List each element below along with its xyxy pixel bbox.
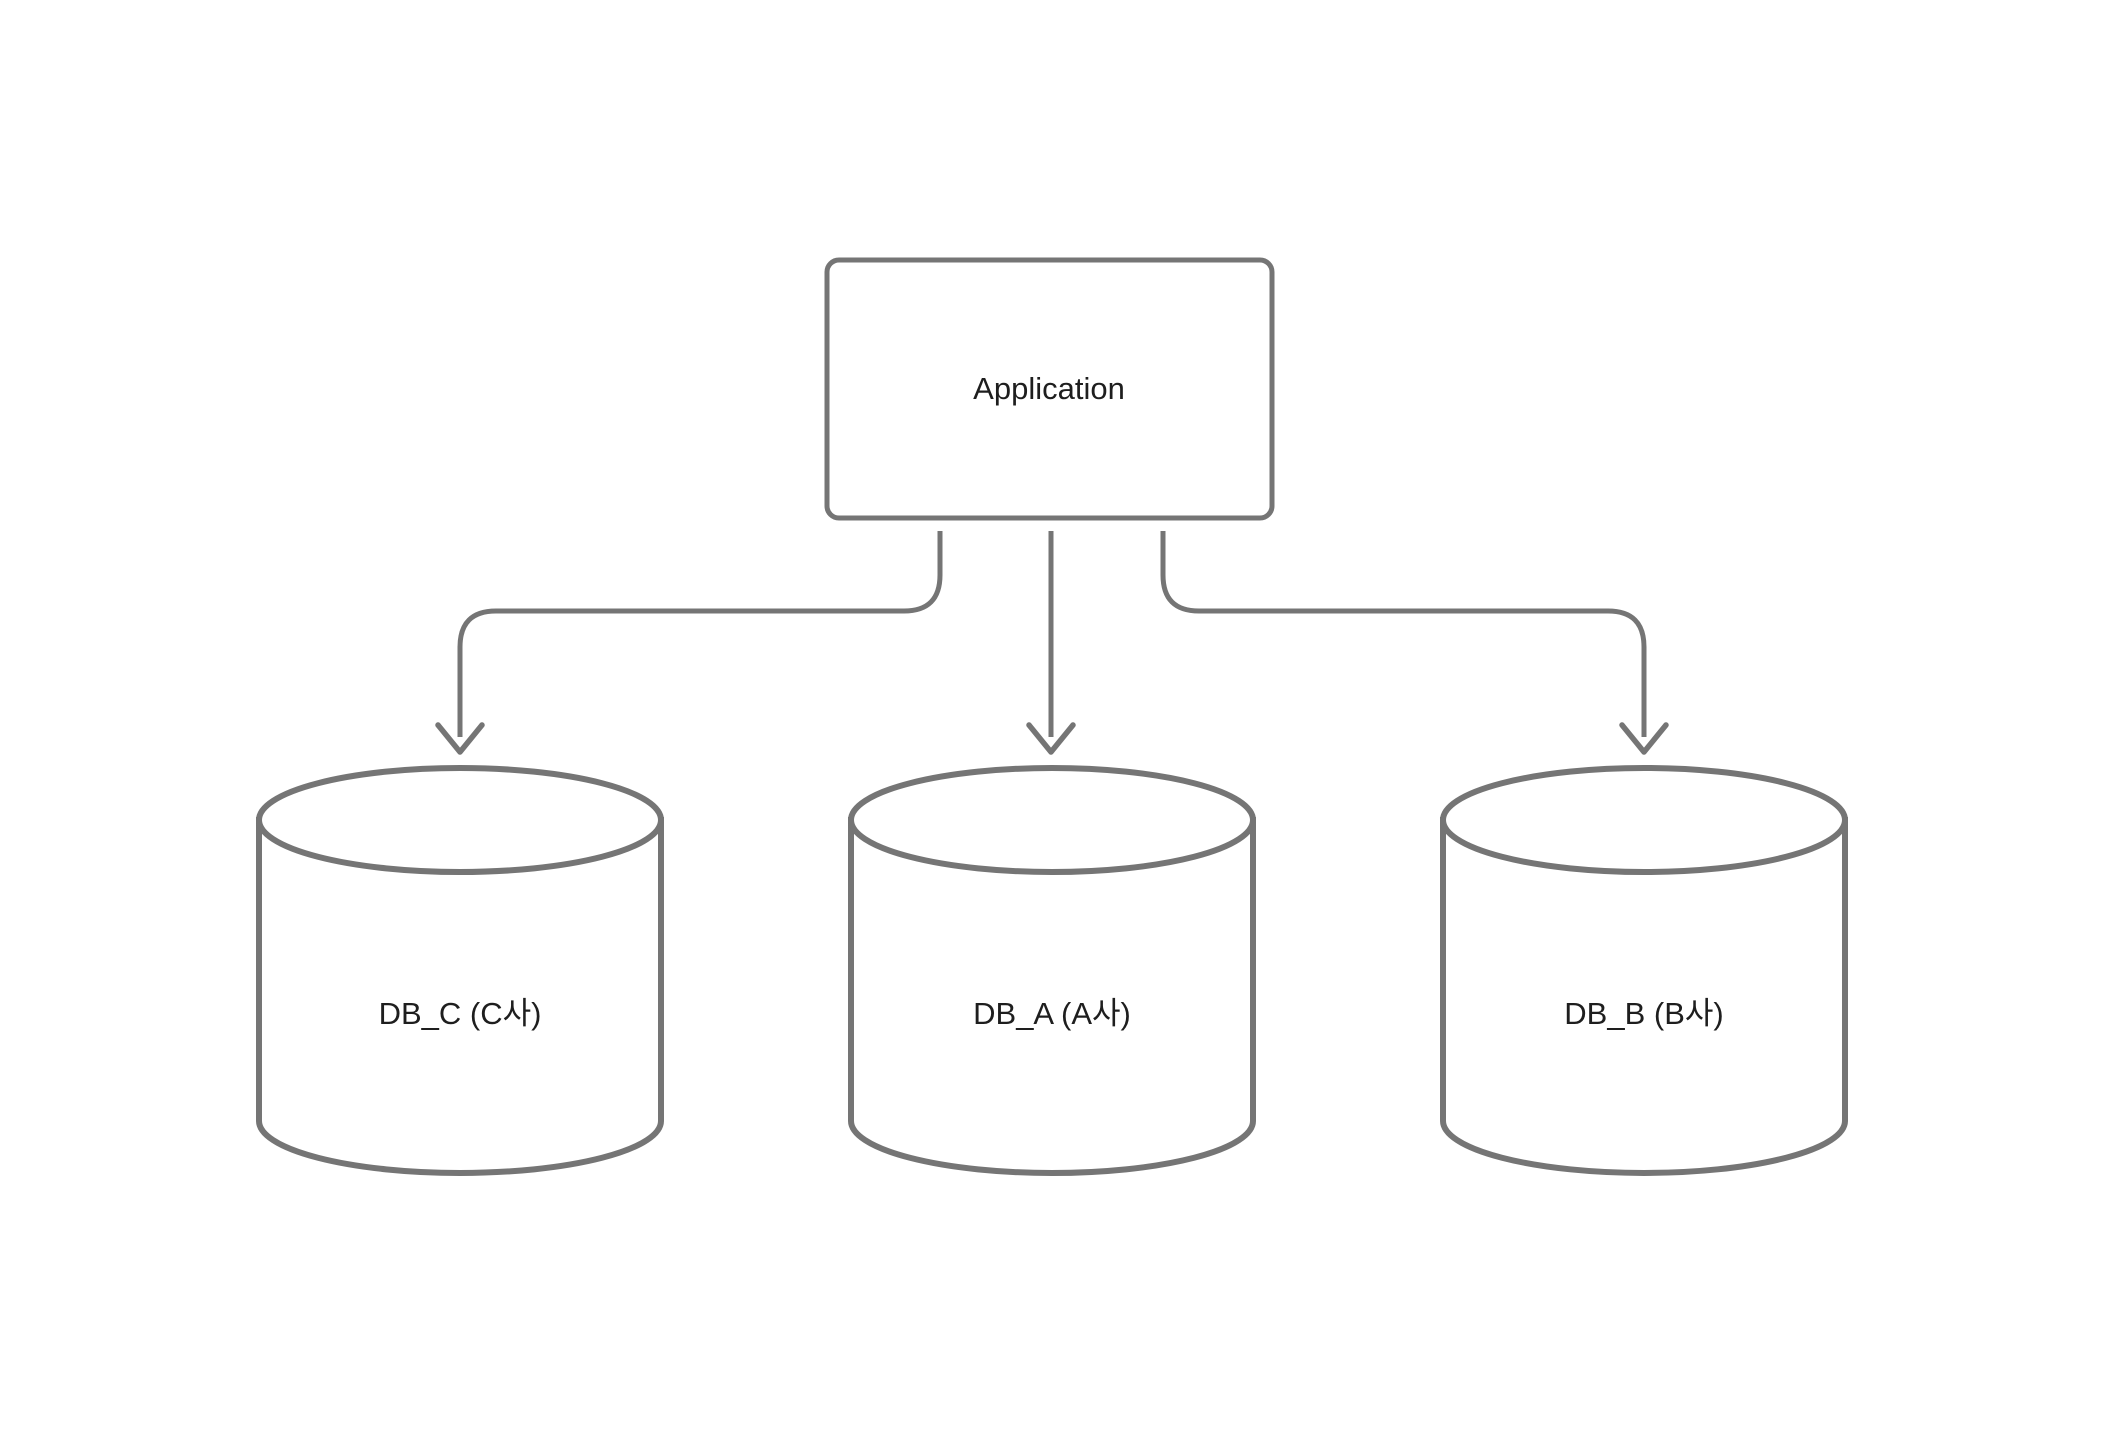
connector-app-to-db-c-line — [457, 531, 943, 737]
connector-app-to-db-a — [1026, 531, 1076, 755]
application-node: Application — [824, 257, 1275, 521]
db-b-node: DB_B (B사) — [1440, 765, 1848, 1176]
arrow-down-icon — [1619, 722, 1669, 755]
db-c-label: DB_C (C사) — [379, 996, 542, 1031]
connector-app-to-db-b — [1160, 531, 1669, 755]
db-c-cylinder-body — [256, 817, 664, 1176]
arrow-down-icon — [1026, 722, 1076, 755]
application-box — [824, 257, 1275, 521]
db-a-cylinder-top — [848, 765, 1256, 875]
db-b-cylinder-body — [1440, 817, 1848, 1176]
db-c-cylinder-top — [256, 765, 664, 875]
db-b-label: DB_B (B사) — [1564, 996, 1723, 1031]
db-a-label: DB_A (A사) — [973, 996, 1131, 1031]
db-a-node: DB_A (A사) — [848, 765, 1256, 1176]
db-b-cylinder-top — [1440, 765, 1848, 875]
connector-app-to-db-b-line — [1160, 531, 1647, 737]
db-a-cylinder-body — [848, 817, 1256, 1176]
db-c-node: DB_C (C사) — [256, 765, 664, 1176]
application-label: Application — [973, 371, 1125, 406]
arrow-down-icon — [435, 722, 485, 755]
connector-app-to-db-c — [435, 531, 943, 755]
